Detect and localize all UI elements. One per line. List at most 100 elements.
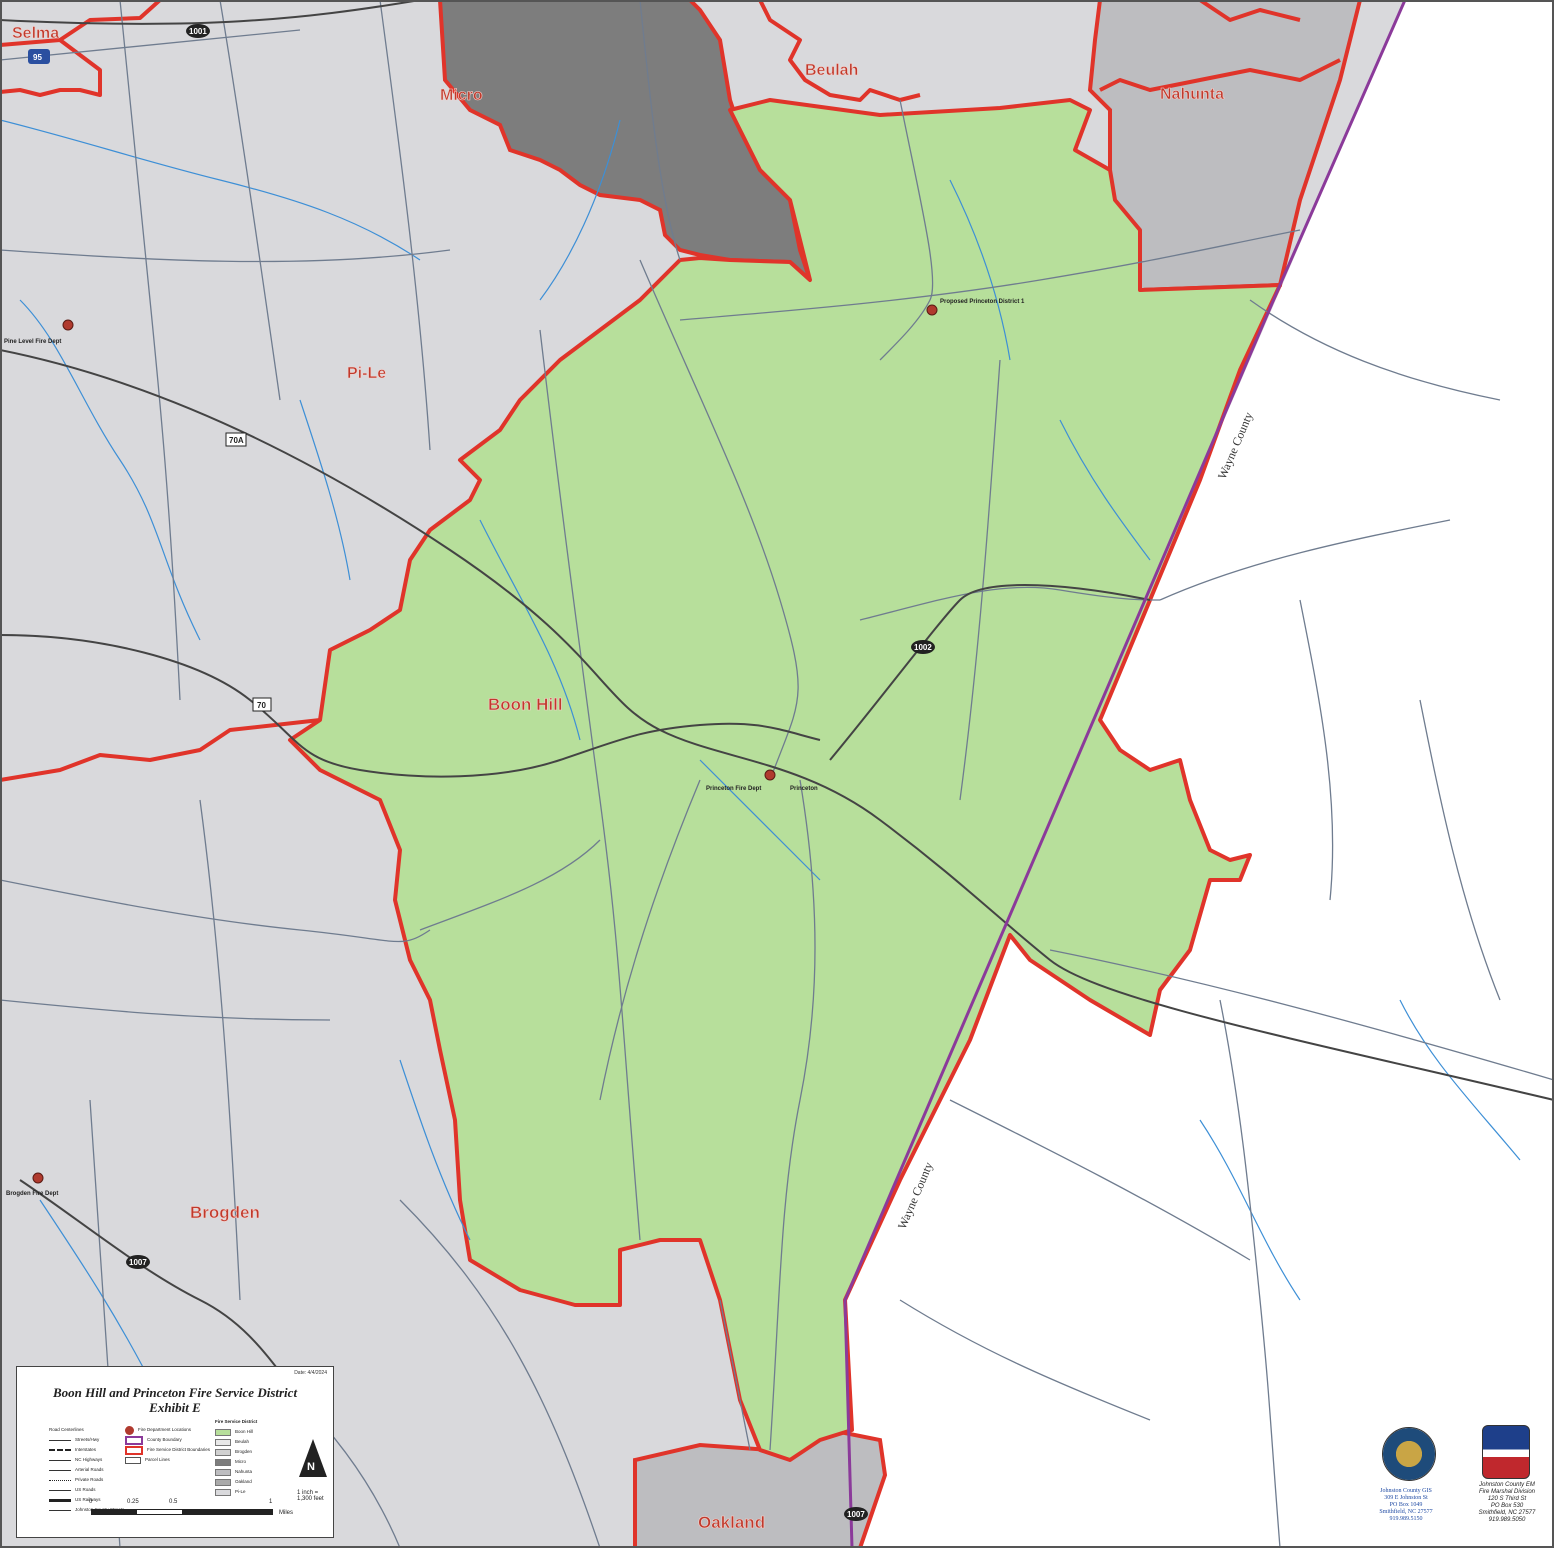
- legend-heading: Road Centerlines: [49, 1427, 84, 1432]
- legend-item: Oakland: [215, 1477, 257, 1487]
- svg-text:1007: 1007: [847, 1510, 865, 1519]
- legend-title: Boon Hill and Princeton Fire Service Dis…: [17, 1385, 333, 1415]
- legend-item: Fire Service District Boundaries: [125, 1445, 210, 1455]
- svg-text:1002: 1002: [914, 643, 932, 652]
- district-label-selma: Selma: [12, 25, 59, 42]
- legend-item: County Boundary: [125, 1435, 210, 1445]
- highways: [0, 0, 1554, 1421]
- legend-item: Parcel Lines: [125, 1455, 210, 1465]
- legend-label: Nahunta: [235, 1469, 253, 1474]
- scale-bar: [91, 1509, 273, 1515]
- legend-label: Private Roads: [75, 1477, 104, 1482]
- north-arrow-icon: [299, 1439, 327, 1477]
- legend-label: Brogden: [235, 1449, 253, 1454]
- svg-text:1007: 1007: [129, 1258, 147, 1267]
- line-swatch: [49, 1449, 71, 1451]
- legend-item: Beulah: [215, 1437, 257, 1447]
- em-address: 120 S Third St: [1487, 1496, 1527, 1502]
- legend-label: Parcel Lines: [145, 1457, 170, 1462]
- legend-item: US Roads: [49, 1485, 124, 1495]
- legend-item: Fire Department Locations: [125, 1425, 210, 1435]
- county-seal-icon: [1382, 1427, 1436, 1481]
- fire-station-princeton: Princeton Fire Dept Princeton: [706, 769, 818, 792]
- north-arrow-letter: N: [307, 1461, 315, 1473]
- scale-tick: 0.5: [169, 1499, 178, 1505]
- legend-item: Boon Hill: [215, 1427, 257, 1437]
- route-shield-70: 70: [252, 697, 272, 712]
- legend-item: Nahunta: [215, 1467, 257, 1477]
- legend-heading: Fire Service District: [215, 1419, 258, 1424]
- em-name: Johnston County EM: [1479, 1482, 1535, 1488]
- legend-label: Micro: [235, 1459, 246, 1464]
- line-swatch: [49, 1498, 71, 1502]
- district-label-beulah: Beulah: [805, 62, 858, 79]
- em-city: Smithfield, NC 27577: [1478, 1510, 1536, 1516]
- fire-station-pine-level: Pine Level Fire Dept: [4, 319, 74, 345]
- boon-hill-swatch: [215, 1428, 231, 1436]
- line-swatch: [49, 1439, 71, 1441]
- route-shield-1001: 1001: [186, 24, 210, 38]
- svg-text:Princeton: Princeton: [790, 786, 818, 792]
- line-swatch: [49, 1459, 71, 1461]
- legend-label: Arterial Roads: [75, 1467, 104, 1472]
- legend-label: Pi-Le: [235, 1489, 246, 1494]
- district-boundaries: [0, 0, 1341, 782]
- route-shield-1007-west: 1007: [126, 1255, 150, 1269]
- legend-box: Date: 4/4/2024 Boon Hill and Princeton F…: [16, 1366, 334, 1538]
- legend-item: Private Roads: [49, 1475, 124, 1485]
- legend-date: Date: 4/4/2024: [294, 1370, 327, 1376]
- svg-text:70: 70: [257, 701, 266, 710]
- route-shield-1007-south: 1007: [844, 1507, 868, 1521]
- em-pobox: PO Box 530: [1490, 1503, 1524, 1509]
- legend-label: County Boundary: [147, 1437, 182, 1442]
- svg-text:Pine Level Fire Dept: Pine Level Fire Dept: [4, 339, 61, 345]
- legend-item: NC Highways: [49, 1455, 124, 1465]
- district-label-nahunta: Nahunta: [1160, 86, 1224, 103]
- legend-title-line1: Boon Hill and Princeton Fire Service Dis…: [52, 1385, 298, 1400]
- legend-label: Fire Department Locations: [138, 1427, 192, 1432]
- legend-label: Streets/Hwy: [75, 1437, 100, 1442]
- legend-label: NC Highways: [75, 1457, 103, 1462]
- legend-label: Fire Service District Boundaries: [147, 1447, 211, 1452]
- parcel-swatch: [125, 1456, 141, 1464]
- county-boundary-swatch: [125, 1435, 143, 1445]
- district-boundary-swatch: [125, 1445, 143, 1455]
- gis-name: Johnston County GIS: [1380, 1488, 1432, 1494]
- legend-item: Brogden: [215, 1447, 257, 1457]
- district-label-pile: Pi-Le: [347, 365, 386, 382]
- district-label-oakland: Oakland: [698, 1513, 765, 1532]
- gis-address: 309 E Johnston St: [1384, 1495, 1428, 1501]
- fire-station-brogden: Brogden Fire Dept: [6, 1172, 58, 1197]
- gis-phone: 919.989.5150: [1389, 1516, 1423, 1522]
- gis-contact-block: Johnston County GIS 309 E Johnston St PO…: [1346, 1488, 1466, 1523]
- pile-swatch: [215, 1488, 231, 1496]
- legend-label: Interstates: [75, 1447, 97, 1452]
- line-swatch: [49, 1489, 71, 1491]
- legend-label: Boon Hill: [235, 1429, 254, 1434]
- route-shield-95: 95: [28, 49, 50, 64]
- micro-district: [305, 0, 815, 287]
- route-shield-70a: 70A: [225, 432, 247, 447]
- legend-label: Beulah: [235, 1439, 250, 1444]
- district-label-boonhill: Boon Hill: [488, 695, 563, 714]
- legend-item: Micro: [215, 1457, 257, 1467]
- legend-item: Road Centerlines: [49, 1425, 124, 1435]
- gis-city: Smithfield, NC 27577: [1379, 1509, 1433, 1515]
- legend-label: US Roads: [75, 1487, 96, 1492]
- legend-district-column: Fire Service District Boon Hill Beulah B…: [215, 1417, 257, 1497]
- svg-text:Princeton Fire Dept: Princeton Fire Dept: [706, 786, 761, 792]
- district-label-micro: Micro: [440, 87, 483, 104]
- svg-text:Brogden Fire Dept: Brogden Fire Dept: [6, 1191, 58, 1197]
- scale-unit: Miles: [279, 1510, 294, 1516]
- legend-item: Streets/Hwy: [49, 1435, 124, 1445]
- legend-title-line2: Exhibit E: [149, 1400, 201, 1415]
- svg-text:70A: 70A: [229, 436, 244, 445]
- em-phone: 919.989.5050: [1488, 1517, 1526, 1523]
- legend-label: US Railways: [75, 1497, 101, 1502]
- scale-tick: 0.25: [127, 1499, 139, 1505]
- em-contact-block: Johnston County EM Fire Marshal Division…: [1462, 1482, 1552, 1524]
- beulah-swatch: [215, 1438, 231, 1446]
- nahunta-swatch: [215, 1468, 231, 1476]
